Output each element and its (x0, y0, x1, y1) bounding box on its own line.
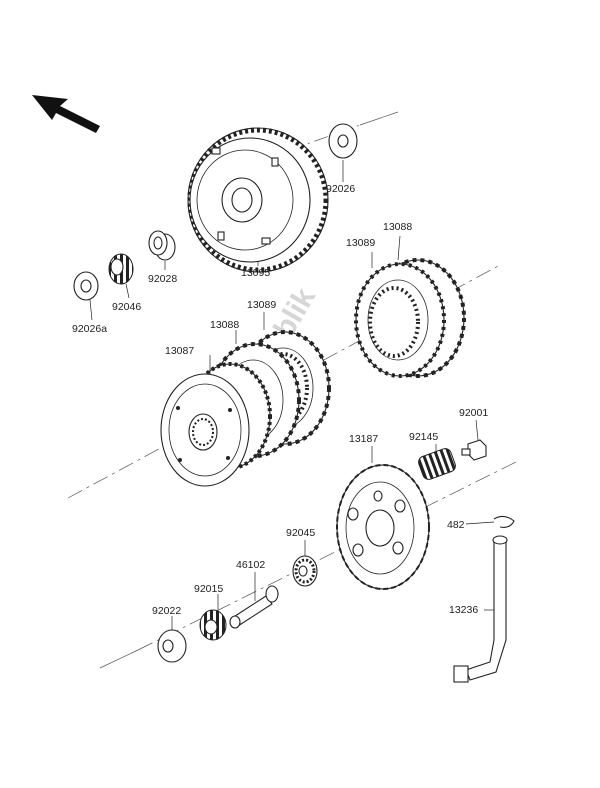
label-13089-left: 13089 (247, 299, 276, 311)
label-92145: 92145 (409, 431, 438, 443)
label-482: 482 (447, 519, 465, 531)
part-labels: 13095 92026 92028 92046 92026a 13088 130… (72, 183, 488, 617)
label-92001: 92001 (459, 407, 488, 419)
label-92026: 92026 (326, 183, 355, 195)
label-92015: 92015 (194, 583, 223, 595)
label-13087: 13087 (165, 345, 194, 357)
label-13088-right: 13088 (383, 221, 412, 233)
pressure-plate-13187[interactable] (336, 464, 430, 590)
label-13095: 13095 (241, 267, 270, 279)
spring-92145[interactable] (417, 447, 457, 481)
clutch-hub-13087[interactable] (160, 362, 272, 487)
label-92045: 92045 (286, 527, 315, 539)
ball-bearing-92045[interactable] (292, 555, 318, 587)
bolt-92001[interactable] (461, 439, 487, 461)
push-rod-13236[interactable] (453, 535, 508, 683)
label-46102: 46102 (236, 559, 265, 571)
washer-92026a[interactable] (73, 271, 99, 301)
label-13187: 13187 (349, 433, 378, 445)
front-direction-arrow-icon (32, 95, 100, 133)
shaft-46102[interactable] (229, 585, 279, 629)
leader-lines (89, 160, 495, 630)
circlip-482[interactable] (493, 515, 515, 528)
label-92022: 92022 (152, 605, 181, 617)
label-13236: 13236 (449, 604, 478, 616)
label-92026a: 92026a (72, 323, 107, 335)
washer-92026[interactable] (328, 123, 358, 159)
label-92028: 92028 (148, 273, 177, 285)
needle-bearing-92046[interactable] (108, 253, 134, 285)
washer-92022[interactable] (157, 629, 187, 663)
label-92046: 92046 (112, 301, 141, 313)
friction-plate-stack-right[interactable] (354, 258, 466, 378)
nut-92015[interactable] (199, 609, 227, 641)
clutch-housing-13095[interactable] (187, 127, 329, 273)
label-13089-right: 13089 (346, 237, 375, 249)
collar-92028[interactable] (148, 230, 176, 261)
label-13088-left: 13088 (210, 319, 239, 331)
